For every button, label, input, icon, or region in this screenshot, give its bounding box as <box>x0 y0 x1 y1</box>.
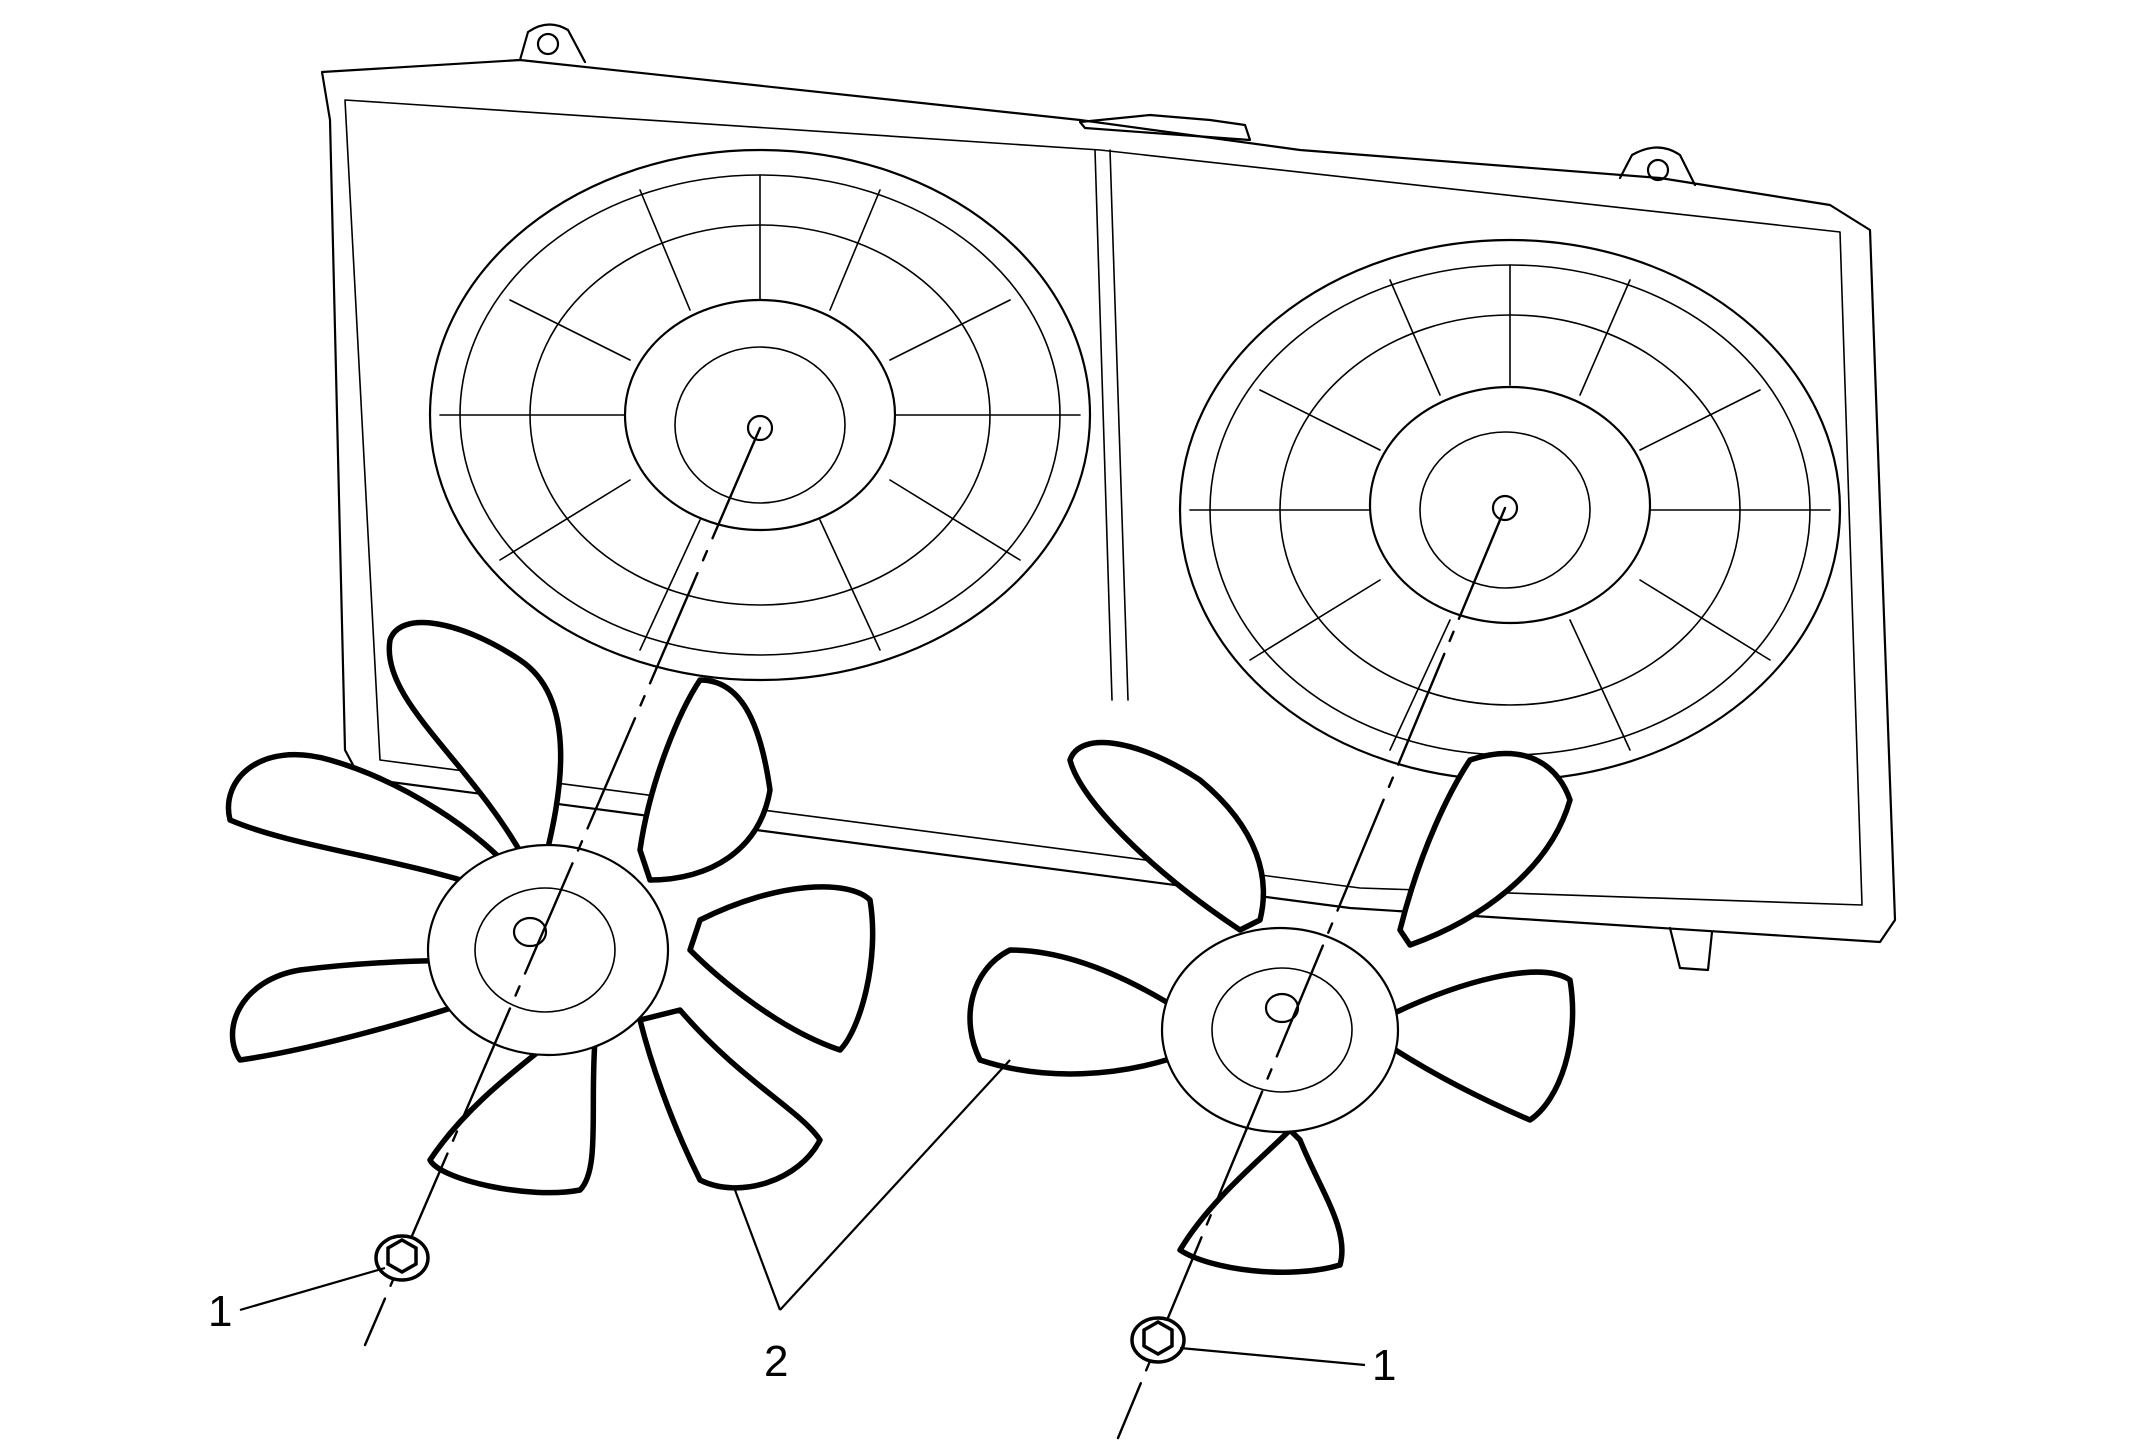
right-hub-boss <box>1211 967 1353 1093</box>
right-fan-nut <box>1130 1316 1186 1364</box>
right-fan-shroud-ring <box>1178 238 1842 782</box>
right-ring-spokes <box>1189 264 1831 751</box>
shroud-bottom-mount <box>1668 926 1714 972</box>
mount-hole-left <box>536 32 560 56</box>
left-ring-outer <box>428 148 1092 682</box>
leader-nut-left <box>239 1266 386 1312</box>
left-blade-6 <box>687 884 876 1053</box>
right-blade-3 <box>1377 969 1576 1123</box>
shroud-top-mount-right <box>1618 146 1697 187</box>
left-assembly-axis <box>363 426 762 1347</box>
left-blade-4 <box>427 1027 598 1196</box>
left-fan-shroud-ring <box>428 148 1092 682</box>
shroud-divider <box>1094 149 1129 701</box>
right-motor-face <box>1419 431 1591 589</box>
left-blade-2 <box>225 752 523 903</box>
left-motor-face <box>674 346 846 504</box>
left-ring-spokes <box>439 174 1081 651</box>
left-hub-boss <box>474 887 616 1013</box>
left-blade-1 <box>386 619 564 863</box>
fan-shroud <box>320 23 1897 972</box>
left-fan-hub <box>426 843 670 1057</box>
left-fan-nut <box>374 1234 430 1282</box>
callout-nut-right: 1 <box>1372 1341 1397 1390</box>
shroud-inner-frame <box>344 99 1863 906</box>
shroud-outer-frame <box>320 58 1897 944</box>
right-blade-2 <box>1397 750 1573 948</box>
callout-nut-left: 1 <box>208 1287 233 1336</box>
right-blade-1 <box>1067 739 1267 933</box>
right-fan-blade <box>967 739 1576 1275</box>
right-blade-5 <box>967 947 1198 1077</box>
right-blade-4 <box>1177 1127 1345 1275</box>
shroud-top-clip-center <box>1078 113 1252 142</box>
leader-nut-right <box>1179 1346 1366 1367</box>
left-motor-shaft <box>746 414 774 442</box>
callout-fan-blades: 2 <box>764 1337 789 1386</box>
right-motor-housing <box>1368 385 1652 625</box>
left-hub-bore <box>512 916 548 948</box>
left-fan-blade <box>225 619 876 1196</box>
right-fan-hub <box>1160 926 1400 1134</box>
left-blade-7 <box>637 677 773 883</box>
mount-hole-right <box>1646 158 1670 182</box>
leader-fan-blades <box>733 1059 1011 1311</box>
right-motor-shaft <box>1491 494 1519 522</box>
left-blade-5 <box>637 1007 823 1191</box>
shroud-top-mount-left <box>518 23 587 64</box>
right-assembly-axis <box>1116 506 1507 1440</box>
